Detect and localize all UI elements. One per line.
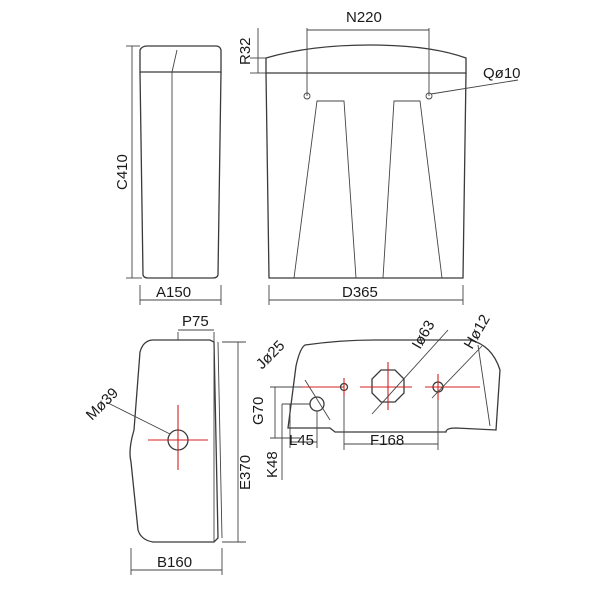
plan-view: [270, 329, 501, 480]
label-d365: D365: [342, 284, 378, 301]
label-g70: G70: [250, 397, 267, 425]
label-c410: C410: [114, 154, 131, 190]
label-a150: A150: [156, 284, 191, 301]
label-h12: Hø12: [461, 312, 494, 352]
label-m39: Mø39: [83, 385, 122, 424]
label-n220: N220: [346, 9, 382, 26]
label-q10: Qø10: [483, 65, 521, 82]
label-b160: B160: [157, 554, 192, 571]
side-view: [126, 45, 222, 305]
label-j25: Jø25: [253, 337, 289, 373]
label-k48: K48: [264, 451, 281, 478]
top-view: [105, 329, 246, 575]
label-f168: F168: [370, 432, 404, 449]
label-r32: R32: [237, 37, 254, 65]
label-i63: Iø63: [409, 318, 439, 352]
front-view: [250, 28, 519, 305]
label-p75: P75: [182, 313, 209, 330]
label-l45: L45: [289, 432, 314, 449]
label-e370: E370: [237, 455, 254, 490]
